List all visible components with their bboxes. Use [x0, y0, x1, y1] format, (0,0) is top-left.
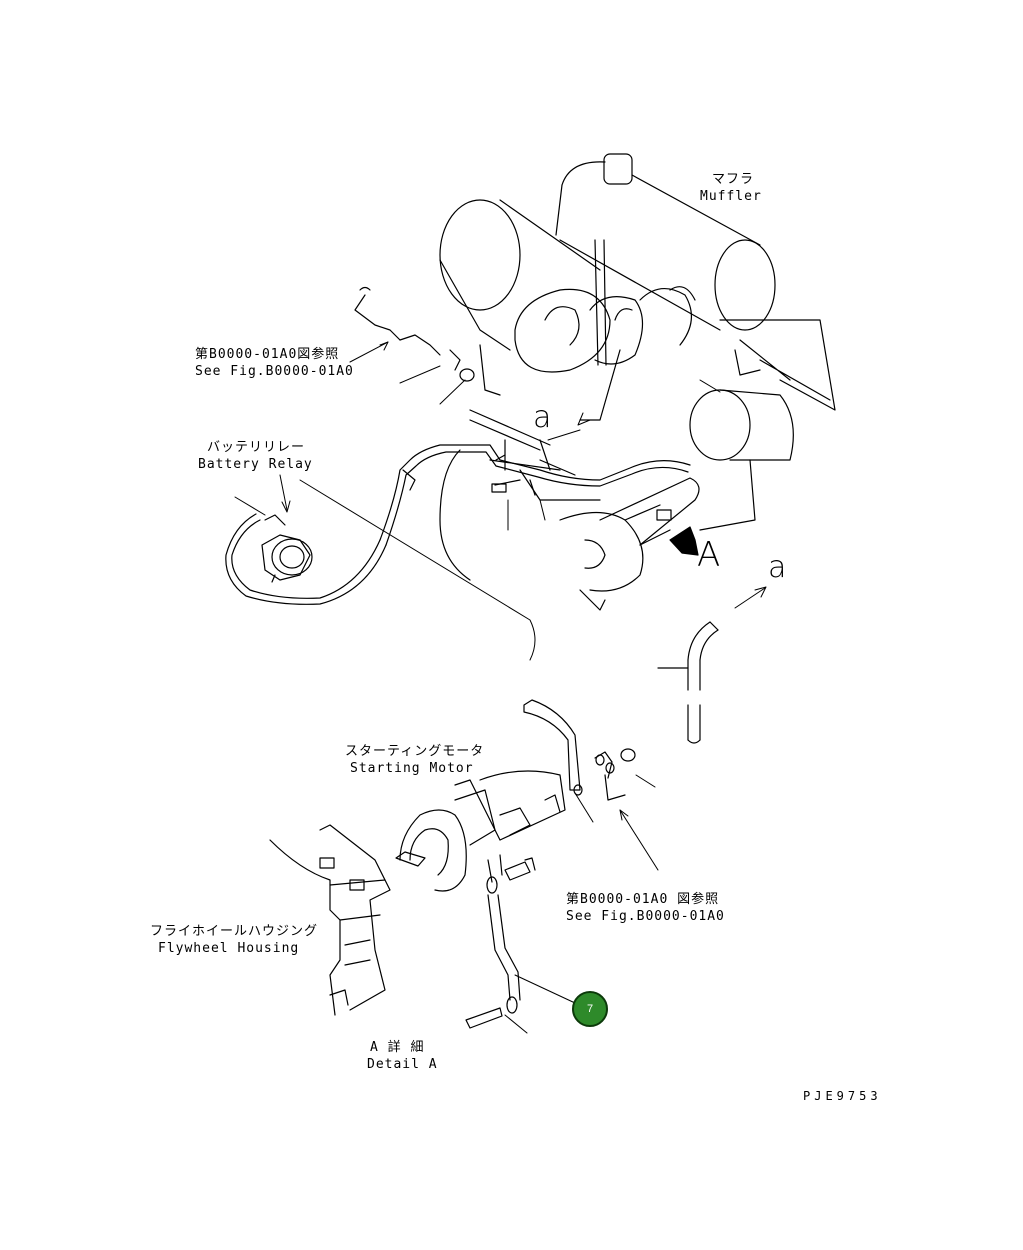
detail-cable-drawing	[465, 857, 536, 1029]
flywheel-housing-drawing	[269, 824, 391, 1016]
battery-relay-label-en: Battery Relay	[198, 457, 313, 472]
starting-motor-drawing	[395, 699, 581, 892]
arrow-a	[577, 412, 767, 609]
upper-starter-drawing	[559, 477, 700, 611]
drawing-number: PJE9753	[803, 1089, 882, 1103]
detail-leaders	[504, 774, 659, 1034]
see-fig-top-en: See Fig.B0000-01A0	[195, 364, 354, 379]
see-fig-bottom-en: See Fig.B0000-01A0	[566, 909, 725, 924]
upper-leaders	[234, 341, 721, 661]
upper-harness-drawing	[225, 286, 691, 605]
detail-label-jp: A 詳 細	[370, 1040, 425, 1055]
arrow-a-label: a	[768, 550, 787, 585]
view-a-small-label: a	[533, 400, 552, 435]
muffler-drawing	[439, 153, 836, 581]
see-fig-bottom-jp: 第B0000-01A0 図参照	[566, 892, 720, 907]
view-a-label: A	[697, 535, 721, 575]
view-a-arrow	[669, 526, 699, 556]
see-fig-top-jp: 第B0000-01A0図参照	[195, 347, 340, 362]
muffler-label-jp: マフラ	[712, 172, 755, 187]
flywheel-label-en: Flywheel Housing	[158, 941, 300, 956]
muffler-label-en: Muffler	[700, 189, 762, 204]
part-callout-7[interactable]: 7	[572, 991, 608, 1027]
rod-a-drawing	[657, 621, 719, 744]
terminal-parts-drawing	[573, 748, 636, 801]
starting-motor-label-en: Starting Motor	[350, 761, 474, 776]
battery-relay-drawing	[261, 514, 313, 583]
detail-label-en: Detail A	[367, 1057, 438, 1072]
battery-relay-label-jp: バッテリリレー	[207, 440, 306, 455]
starting-motor-label-jp: スターティングモータ	[345, 744, 485, 759]
flywheel-label-jp: フライホイールハウジング	[150, 924, 319, 939]
